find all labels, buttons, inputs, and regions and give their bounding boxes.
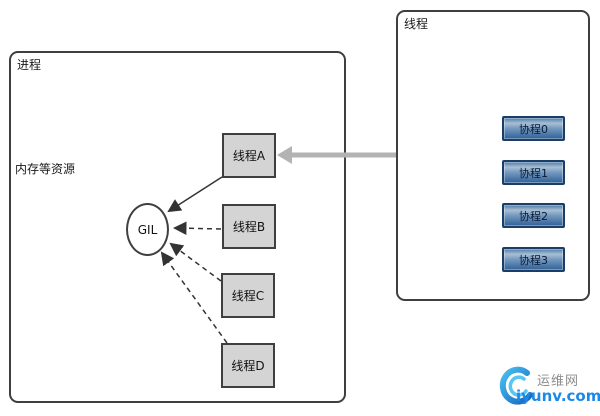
swirl-logo-icon — [499, 366, 533, 405]
memory-resources-label: 内存等资源 — [15, 162, 76, 176]
thread-box-a: 线程A — [222, 133, 276, 178]
coroutine-box-2-label: 协程2 — [519, 209, 548, 223]
thread-container-label: 线程 — [404, 17, 429, 31]
watermark-site-name: 运维网 — [537, 374, 580, 389]
site-watermark: 运维网 iyunv.com — [496, 364, 600, 412]
thread-box-d: 线程D — [221, 343, 275, 388]
process-container-box: 进程 内存等资源 — [9, 51, 346, 403]
coroutine-box-1: 协程1 — [502, 160, 565, 185]
coroutine-box-2: 协程2 — [502, 203, 565, 228]
coroutine-box-3-label: 协程3 — [519, 253, 548, 267]
thread-box-b-label: 线程B — [232, 220, 266, 234]
coroutine-box-0: 协程0 — [502, 116, 565, 141]
thread-box-a-label: 线程A — [232, 149, 266, 163]
coroutine-box-3: 协程3 — [502, 247, 565, 272]
thread-container-box: 线程 — [396, 10, 590, 301]
coroutine-box-0-label: 协程0 — [519, 122, 548, 136]
process-label: 进程 — [17, 58, 42, 72]
gil-label: GIL — [137, 222, 158, 237]
gil-ellipse: GIL — [126, 203, 169, 256]
thread-box-c: 线程C — [221, 273, 275, 318]
thread-box-d-label: 线程D — [231, 359, 265, 373]
thread-box-c-label: 线程C — [231, 289, 265, 303]
watermark-site-url: iyunv.com — [516, 387, 600, 405]
coroutine-box-1-label: 协程1 — [519, 166, 548, 180]
thread-box-b: 线程B — [222, 204, 276, 249]
